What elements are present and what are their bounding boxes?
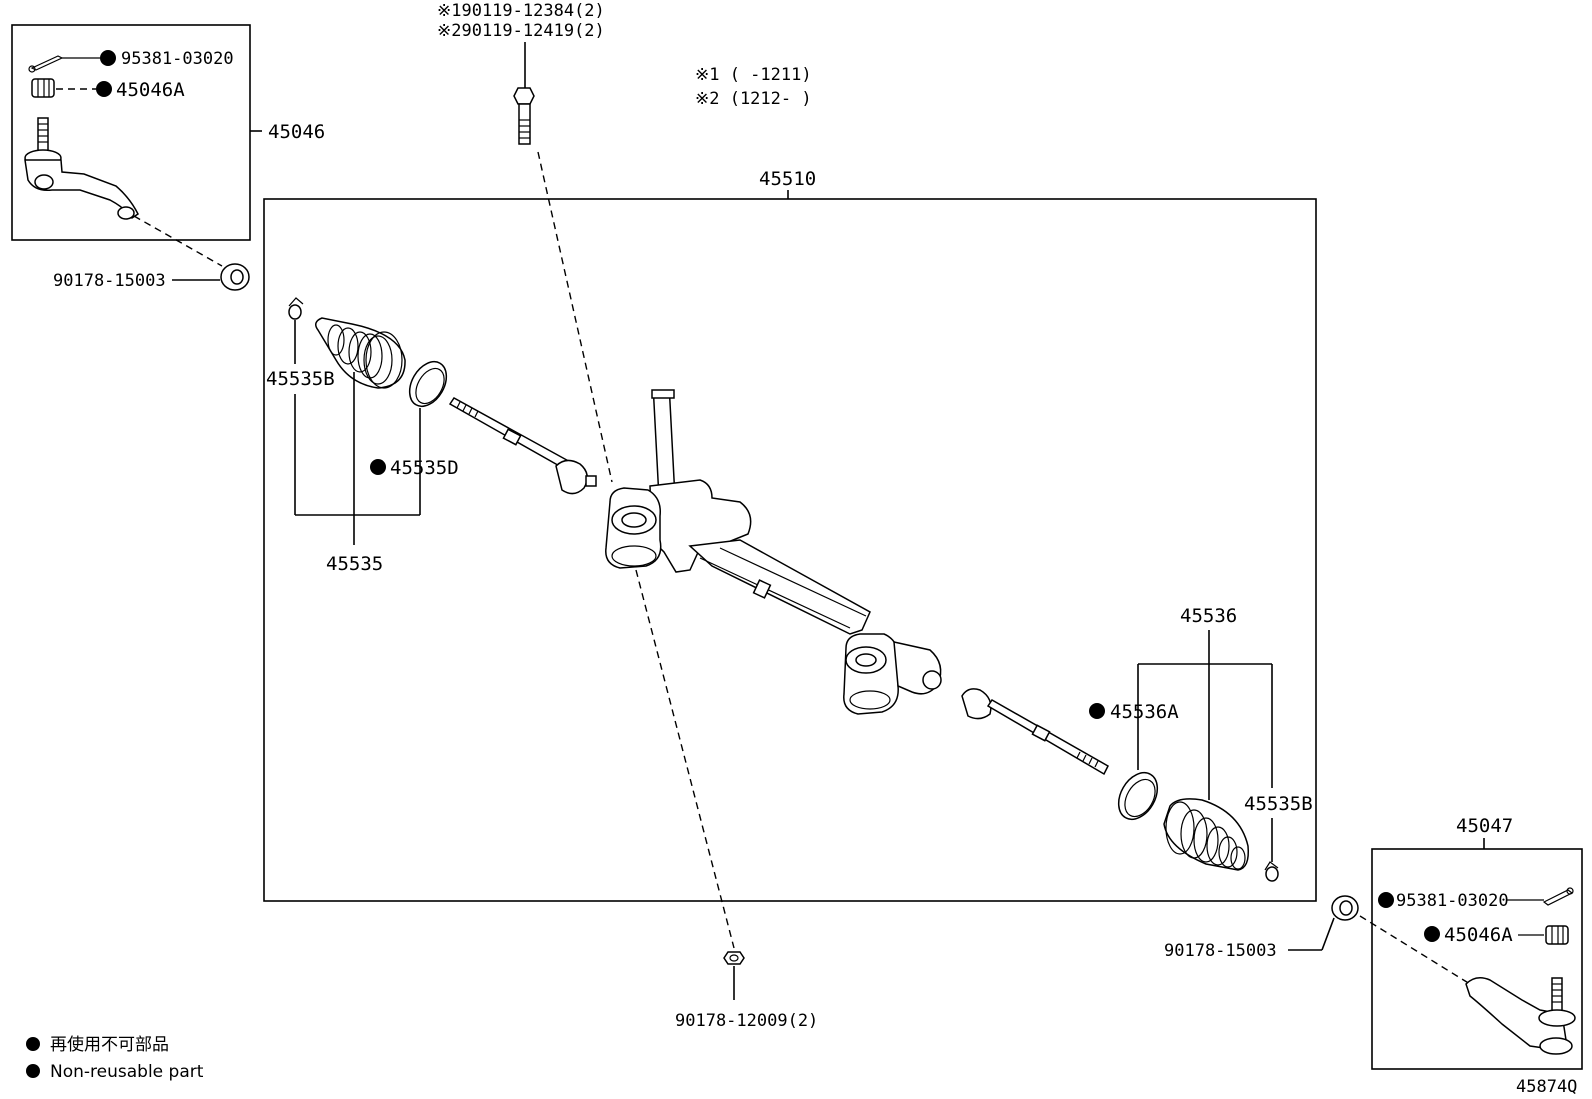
label-tie-rod-end-left: 45046 (268, 121, 325, 143)
tie-rod-end-left-part (24, 117, 139, 220)
washer-right-part (1331, 895, 1359, 921)
non-reusable-marker (1378, 892, 1394, 908)
label-clamp-right: 45536A (1110, 701, 1179, 723)
label-cotter-pin-left: 95381-03020 (121, 49, 234, 69)
clip-left-part (288, 297, 304, 320)
non-reusable-marker (370, 459, 386, 475)
non-reusable-marker (1089, 703, 1105, 719)
nut-left-part (31, 78, 55, 98)
note-range-1: ※1 ( -1211) (695, 65, 812, 85)
nut-right-part (1545, 925, 1569, 945)
clamp-left-part (408, 360, 448, 408)
non-reusable-marker (100, 50, 116, 66)
label-gear-assembly: 45510 (759, 168, 816, 190)
clip-right-part (1264, 861, 1279, 882)
label-washer-left: 90178-15003 (53, 271, 166, 291)
label-nut-center: 90178-12009(2) (675, 1011, 818, 1031)
clamp-right-part (1117, 771, 1159, 821)
label-boot-kit-left: 45535 (326, 553, 383, 575)
legend-marker-en (26, 1064, 40, 1078)
label-tie-rod-end-right: 45047 (1456, 815, 1513, 837)
label-nut-left: 45046A (116, 79, 185, 101)
label-boot-kit-right: 45536 (1180, 605, 1237, 627)
inner-tie-rod-right-part (961, 688, 1109, 776)
gear-assembly-box (263, 198, 1317, 902)
label-cotter-pin-right: 95381-03020 (1396, 891, 1509, 911)
tie-rod-end-left-box (11, 24, 251, 241)
figure-code: 45874Q (1516, 1077, 1577, 1097)
label-washer-right: 90178-15003 (1164, 941, 1277, 961)
rack-housing-part (605, 389, 942, 715)
cotter-pin-right-part (1542, 887, 1574, 906)
non-reusable-marker (1424, 926, 1440, 942)
bolt-part (513, 87, 535, 145)
legend-text-jp: 再使用不可部品 (50, 1034, 169, 1055)
boot-right-part (1163, 798, 1250, 871)
label-clip-left: 45535B (266, 368, 335, 390)
label-clip-right: 45535B (1244, 793, 1313, 815)
boot-left-part (315, 317, 406, 389)
label-nut-right: 45046A (1444, 924, 1513, 946)
legend-marker-jp (26, 1037, 40, 1051)
inner-tie-rod-left-part (448, 397, 597, 495)
note-range-2: ※2 (1212- ) (695, 89, 812, 109)
label-clamp-left: 45535D (390, 457, 459, 479)
note-bolt-v2: ※290119-12419(2) (437, 21, 605, 41)
tie-rod-end-right-box (1371, 848, 1583, 1070)
note-bolt-v1: ※190119-12384(2) (437, 1, 605, 21)
washer-left-part (220, 263, 250, 291)
tie-rod-end-right-part (1465, 977, 1576, 1055)
nut-center-part (723, 951, 745, 965)
non-reusable-marker (96, 81, 112, 97)
legend-text-en: Non-reusable part (50, 1062, 204, 1082)
cotter-pin-left-part (28, 55, 64, 73)
